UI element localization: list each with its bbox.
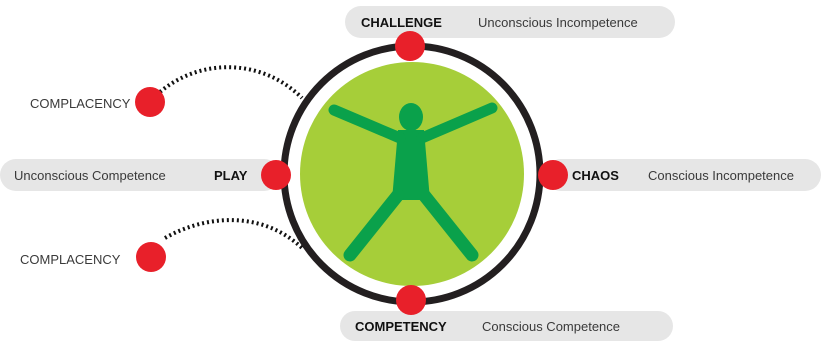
challenge-description: Unconscious Incompetence (478, 15, 638, 30)
play-keyword: PLAY (214, 168, 248, 183)
competency-description: Conscious Competence (482, 319, 620, 334)
challenge-pill (345, 6, 675, 38)
complacency-node-dot-lower (136, 242, 166, 272)
complacency-label-upper: COMPLACENCY (30, 96, 131, 111)
chaos-description: Conscious Incompetence (648, 168, 794, 183)
complacency-connector-upper (158, 65, 304, 100)
competency-pill (340, 311, 673, 341)
challenge-node-dot (395, 31, 425, 61)
person-star-jump-icon (328, 102, 498, 262)
competency-keyword: COMPETENCY (355, 319, 447, 334)
play-pill (0, 159, 280, 191)
competency-node-dot (396, 285, 426, 315)
challenge-keyword: CHALLENGE (361, 15, 442, 30)
chaos-pill (545, 159, 821, 191)
complacency-connector-lower (164, 218, 304, 250)
play-node-dot (261, 160, 291, 190)
complacency-label-lower: COMPLACENCY (20, 252, 121, 267)
chaos-keyword: CHAOS (572, 168, 619, 183)
chaos-node-dot (538, 160, 568, 190)
play-description: Unconscious Competence (14, 168, 166, 183)
complacency-node-dot-upper (135, 87, 165, 117)
